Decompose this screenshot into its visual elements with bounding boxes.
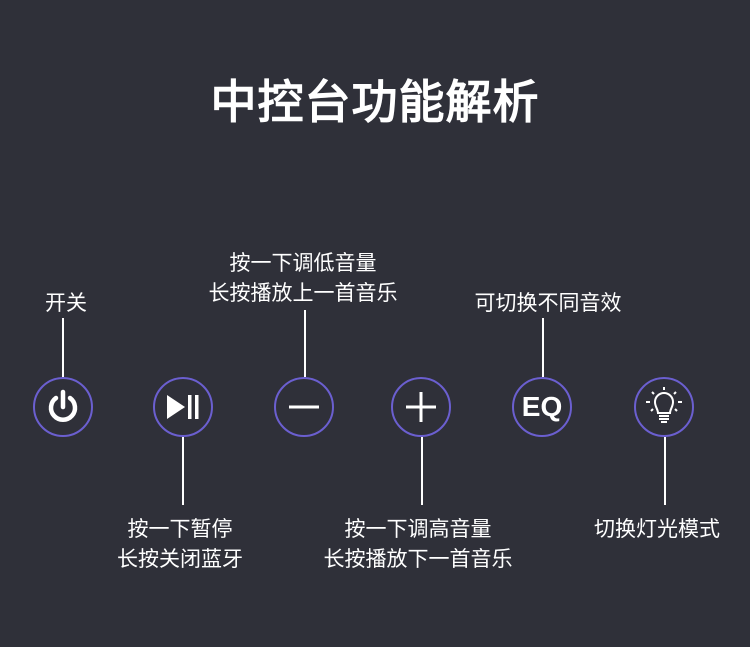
power-label: 开关 (45, 291, 87, 315)
minus-label-1: 按一下调低音量 (229, 251, 377, 275)
plus-label-2: 长按播放下一首音乐 (323, 547, 513, 571)
connector-line (664, 437, 666, 505)
connector-line (542, 318, 544, 377)
light-mode-button[interactable] (634, 377, 694, 437)
connector-line (182, 437, 184, 505)
volume-down-button[interactable] (274, 377, 334, 437)
volume-up-button[interactable] (391, 377, 451, 437)
connector-line (304, 310, 306, 377)
plus-label-1: 按一下调高音量 (344, 517, 492, 541)
minus-label-2: 长按播放上一首音乐 (208, 281, 398, 305)
page-title: 中控台功能解析 (210, 75, 540, 129)
eq-icon: EQ (521, 391, 563, 422)
eq-button[interactable]: EQ (512, 377, 572, 437)
connector-line (421, 437, 423, 505)
play-label-2: 长按关闭蓝牙 (117, 547, 243, 571)
plus-icon (406, 392, 436, 422)
connector-line (62, 318, 64, 377)
power-icon (48, 389, 78, 422)
play-label-1: 按一下暂停 (127, 517, 233, 541)
eq-label: 可切换不同音效 (474, 291, 622, 315)
light-label: 切换灯光模式 (594, 517, 720, 541)
play-pause-icon (167, 395, 199, 419)
minus-icon (289, 405, 319, 409)
power-button[interactable] (33, 377, 93, 437)
light-bulb-icon (646, 387, 682, 423)
play-pause-button[interactable] (153, 377, 213, 437)
